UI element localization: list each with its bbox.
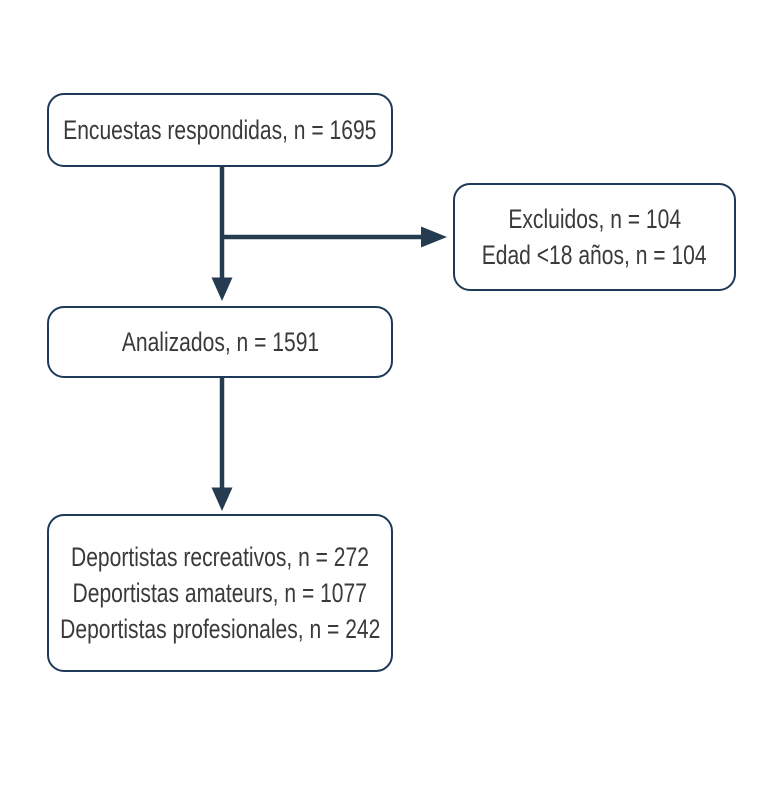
- arrowhead-down-to-grupos-icon: [211, 487, 233, 511]
- arrowhead-right-to-excluidos-icon: [421, 226, 447, 248]
- flow-node-text: Deportistas profesionales, n = 242: [59, 614, 381, 644]
- flow-node-text: Analizados, n = 1591: [121, 327, 319, 357]
- flow-node-encuestas-respondidas: Encuestas respondidas, n = 1695: [47, 93, 393, 167]
- flow-node-excluidos: Excluidos, n = 104 Edad <18 años, n = 10…: [453, 183, 736, 291]
- flow-node-text: Excluidos, n = 104: [508, 204, 681, 234]
- flow-node-text: Deportistas recreativos, n = 272: [71, 542, 369, 572]
- flow-node-text: Deportistas amateurs, n = 1077: [72, 578, 368, 608]
- arrowhead-down-to-analizados-icon: [211, 277, 233, 301]
- flow-node-text: Encuestas respondidas, n = 1695: [63, 115, 377, 145]
- flow-node-deportistas-grupos: Deportistas recreativos, n = 272 Deporti…: [47, 514, 393, 672]
- flow-node-analizados: Analizados, n = 1591: [47, 306, 393, 378]
- flow-node-text: Edad <18 años, n = 104: [482, 240, 707, 270]
